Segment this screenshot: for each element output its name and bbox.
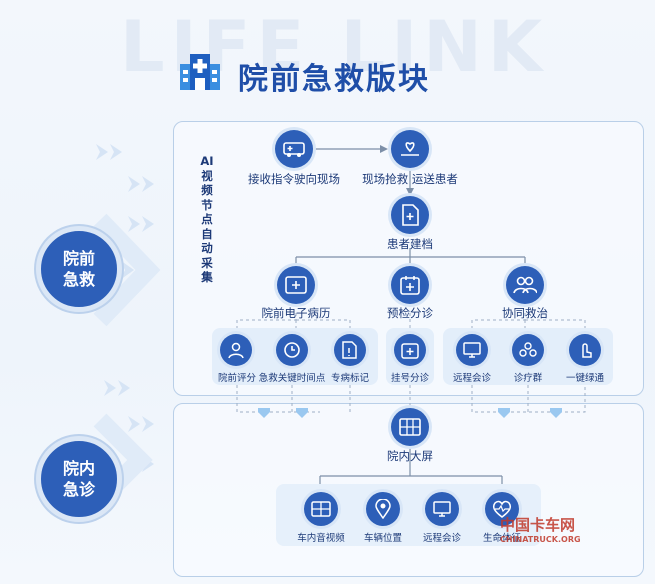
hospital-icon [178, 50, 222, 96]
av-label: 车内音视频 [297, 533, 345, 544]
inhospital-badge: 院内急诊 [36, 436, 122, 522]
records-label: 患者建档 [387, 237, 433, 251]
keytime-label: 急救关键时间点 [258, 373, 326, 384]
location-label: 车辆位置 [363, 533, 403, 544]
video-icon [304, 492, 338, 526]
prehospital-badge: 院前急救 [36, 226, 122, 312]
clock-icon [276, 334, 308, 366]
rescue-icon [391, 130, 429, 168]
bottom-consult-label: 远程会诊 [422, 533, 462, 544]
touch-icon [569, 334, 601, 366]
emr-label: 院前电子病历 [261, 306, 331, 320]
receive-label: 接收指令驶向现场 [248, 172, 340, 186]
document-icon [391, 196, 429, 234]
green-label: 一键绿通 [565, 373, 605, 384]
location-pin-icon [366, 492, 400, 526]
inhospital-label: 院内急诊 [62, 459, 95, 499]
group-icon [512, 334, 544, 366]
remote-monitor-icon [425, 492, 459, 526]
big-screen-icon [391, 408, 429, 446]
assessment-icon [220, 334, 252, 366]
monitor-icon [456, 334, 488, 366]
prehospital-label: 院前急救 [62, 249, 95, 289]
assess-label: 院前评分 [217, 373, 257, 384]
collab-label: 协同救治 [502, 306, 548, 320]
register-label: 挂号分诊 [390, 373, 430, 384]
page-title: 院前急救版块 [238, 62, 430, 97]
calendar-icon [391, 266, 429, 304]
triage-label: 预检分诊 [387, 306, 433, 320]
warning-doc-icon [334, 334, 366, 366]
sub-consult-label: 远程会诊 [452, 373, 492, 384]
rescue-label: 现场抢救 运送患者 [362, 172, 458, 186]
ambulance-icon [275, 130, 313, 168]
emr-icon [277, 266, 315, 304]
team-icon [506, 266, 544, 304]
special-label: 专病标记 [330, 373, 370, 384]
heartbeat-icon [485, 492, 519, 526]
screen-label: 院内大屏 [387, 449, 433, 463]
watermark-logo: 中国卡车网 CHINATRUCK.ORG [500, 516, 581, 544]
vitals-label: 生命体征 [482, 533, 522, 544]
register-icon [394, 334, 426, 366]
diag-group-label: 诊疗群 [513, 373, 543, 384]
